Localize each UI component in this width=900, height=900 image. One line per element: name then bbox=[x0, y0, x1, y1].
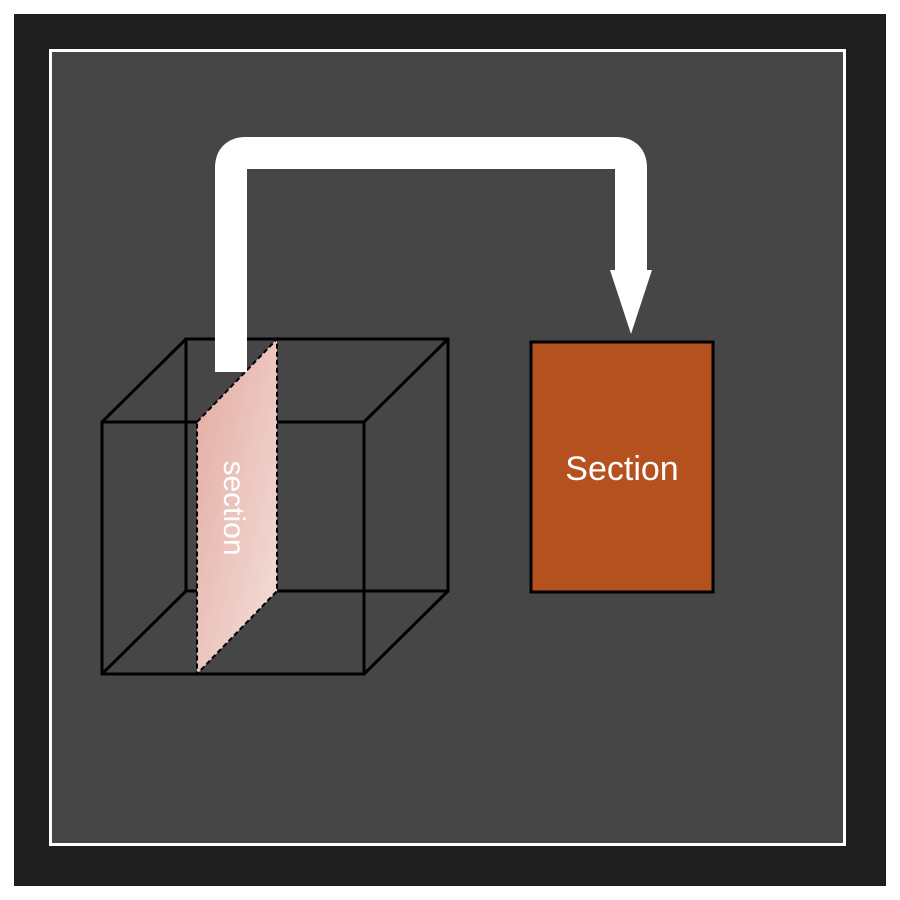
section-plane-label: section bbox=[217, 460, 250, 555]
section-plane: section bbox=[196, 336, 278, 677]
cube-back-face bbox=[184, 337, 450, 593]
section-result-box: Section bbox=[529, 340, 715, 594]
arrow-head-icon bbox=[610, 270, 652, 334]
section-result-label: Section bbox=[565, 450, 678, 488]
arrow bbox=[215, 137, 652, 372]
